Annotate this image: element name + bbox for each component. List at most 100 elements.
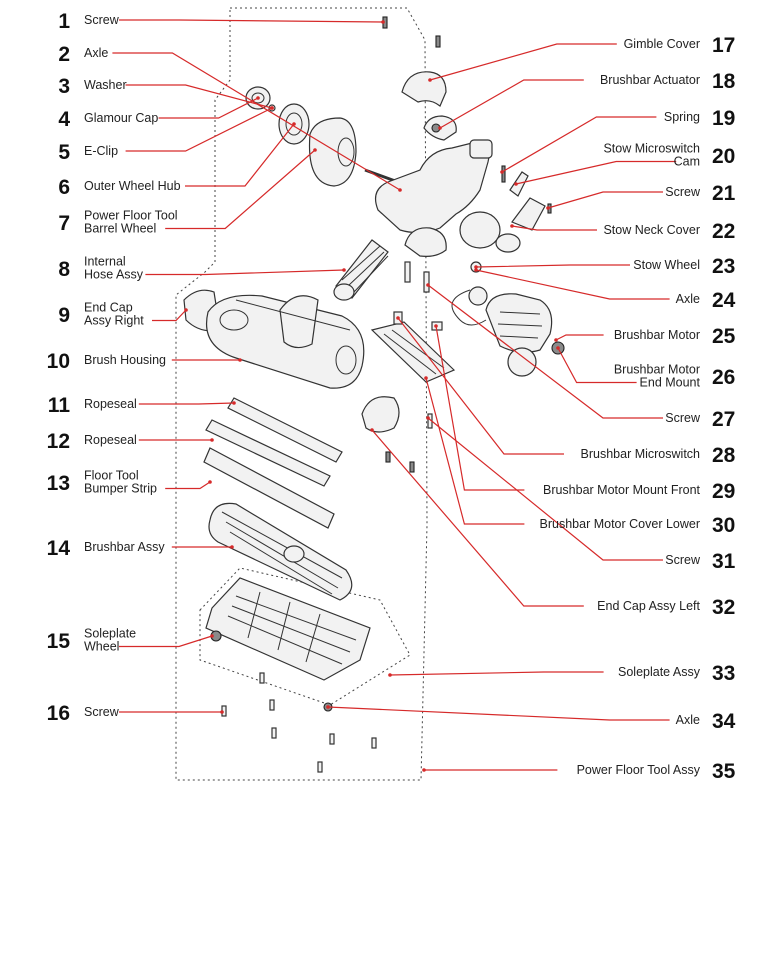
callout-number: 26 xyxy=(712,366,735,389)
leader-line-13 xyxy=(165,481,211,490)
callout-5: 5 E-Clip xyxy=(58,141,118,164)
leader-line-32 xyxy=(371,429,584,607)
leader-end-26 xyxy=(556,346,560,350)
callout-number: 25 xyxy=(712,325,736,348)
callout-label: Brushbar Motor Mount Front xyxy=(543,483,701,497)
leader-end-13 xyxy=(208,480,212,484)
leader-end-7 xyxy=(313,148,317,152)
leader-line-8 xyxy=(145,269,345,276)
callout-number: 28 xyxy=(712,444,736,467)
callout-label: Screw xyxy=(84,705,120,719)
leader-line-29 xyxy=(435,325,525,491)
callout-label: Washer xyxy=(84,78,127,92)
callout-number: 12 xyxy=(47,430,70,453)
leader-line-28 xyxy=(397,317,564,455)
leader-end-21 xyxy=(546,206,550,210)
screw-31-icon xyxy=(385,451,391,463)
leader-line-27 xyxy=(427,284,663,419)
callout-label: Soleplate Assy xyxy=(618,665,701,679)
callout-number: 24 xyxy=(712,289,736,312)
soleplate-outline xyxy=(199,567,411,706)
leader-line-26 xyxy=(557,347,637,384)
leader-line-31 xyxy=(427,417,663,561)
callout-number: 7 xyxy=(58,212,70,235)
leader-end-10 xyxy=(238,358,242,362)
screw-gimble-icon xyxy=(435,35,441,48)
screw-27-icon xyxy=(404,261,411,283)
leader-line-7 xyxy=(165,149,316,230)
part-artwork xyxy=(183,16,565,773)
callout-number: 22 xyxy=(712,220,735,243)
callout-number: 4 xyxy=(58,108,70,131)
assembly-outline xyxy=(175,7,428,781)
brush-housing-icon xyxy=(206,294,365,389)
brushbar-assy-icon xyxy=(208,502,353,601)
bumper-strip-icon xyxy=(203,447,335,529)
callout-number: 19 xyxy=(712,107,735,130)
callout-label: Spring xyxy=(664,110,700,124)
callout-number: 30 xyxy=(712,514,735,537)
callout-number: 35 xyxy=(712,760,736,783)
leader-end-23 xyxy=(474,265,478,269)
leader-end-1 xyxy=(381,20,385,24)
callout-number: 1 xyxy=(58,10,70,33)
callout-label: End Cap xyxy=(84,301,133,315)
leader-end-11 xyxy=(232,401,236,405)
leader-end-14 xyxy=(230,545,234,549)
callout-label: End Mount xyxy=(640,376,701,390)
callout-label: Glamour Cap xyxy=(84,111,158,125)
leader-line-2 xyxy=(112,52,401,191)
leader-line-34 xyxy=(327,706,670,721)
leader-line-5 xyxy=(125,107,273,152)
callout-label: Stow Microswitch xyxy=(603,142,700,156)
callout-number: 9 xyxy=(58,304,70,327)
leader-end-2 xyxy=(398,188,402,192)
callout-label: Hose Assy xyxy=(84,268,144,282)
callout-label: Power Floor Tool Assy xyxy=(577,763,701,777)
leader-line-4 xyxy=(158,97,259,119)
callout-label: E-Clip xyxy=(84,144,118,158)
leader-line-15 xyxy=(119,635,213,648)
leader-end-28 xyxy=(396,316,400,320)
leader-end-35 xyxy=(422,768,426,772)
leader-line-1 xyxy=(119,19,384,23)
callout-label: Screw xyxy=(665,553,701,567)
ropeseal-12-icon xyxy=(205,419,331,487)
callout-label: Power Floor Tool xyxy=(84,209,178,223)
leader-end-17 xyxy=(428,78,432,82)
leader-end-31 xyxy=(426,416,430,420)
barrel-wheel-icon xyxy=(308,117,357,187)
leader-end-12 xyxy=(210,438,214,442)
callout-label: Soleplate xyxy=(84,627,136,641)
leader-end-8 xyxy=(342,268,346,272)
leader-end-30 xyxy=(424,376,428,380)
leader-end-29 xyxy=(434,324,438,328)
callout-35: 35 Power Floor Tool Assy xyxy=(577,760,736,783)
callout-number: 13 xyxy=(47,472,70,495)
brushbar-motor-icon xyxy=(451,286,553,353)
callout-number: 21 xyxy=(712,182,736,205)
leader-end-22 xyxy=(510,224,514,228)
callout-number: 5 xyxy=(58,141,70,164)
callout-label: Bumper Strip xyxy=(84,482,157,496)
callout-number: 32 xyxy=(712,596,735,619)
callout-4: 4 Glamour Cap xyxy=(58,108,158,131)
callout-number: 10 xyxy=(47,350,70,373)
